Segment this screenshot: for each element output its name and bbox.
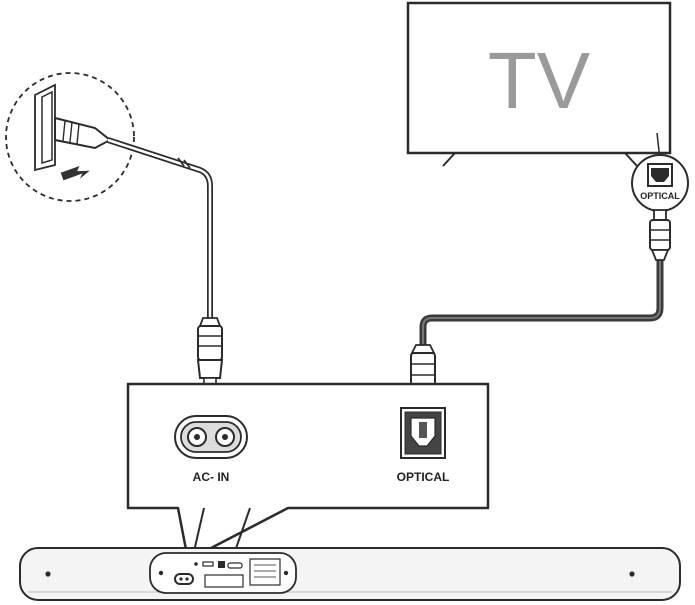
push-arrow-icon <box>60 165 90 181</box>
ac-power-plug <box>196 317 224 387</box>
mini-hdmi-port <box>227 562 243 569</box>
optical-socket <box>400 407 446 459</box>
soundbar <box>19 547 681 601</box>
tv-optical-plug <box>649 209 671 261</box>
wall-outlet-callout <box>5 72 135 202</box>
soundbar-rear-panel <box>149 552 297 594</box>
wall-socket <box>34 83 56 172</box>
mini-label-plate <box>204 574 244 588</box>
tv-optical-port-callout: OPTICAL <box>631 154 689 212</box>
rating-label <box>249 558 281 586</box>
optical-label: OPTICAL <box>397 470 450 484</box>
ac-in-label: AC- IN <box>193 470 230 484</box>
power-plug-head <box>54 116 112 150</box>
tv-screen <box>406 1 672 155</box>
soundbar-screw-right <box>629 571 635 577</box>
mini-usb-port <box>202 561 214 567</box>
cable-break-mark <box>177 157 191 169</box>
mini-optical-port <box>218 561 225 568</box>
mini-ac-in-port <box>174 573 194 585</box>
tv-left-foot <box>442 152 456 167</box>
soundbar-screw-left <box>45 571 51 577</box>
ac-in-socket <box>174 415 248 459</box>
tv-right-foot <box>624 152 638 167</box>
power-cable <box>107 137 213 318</box>
tv: TV <box>406 1 672 167</box>
tv-label: TV <box>488 36 591 125</box>
optical-cable <box>419 255 664 345</box>
tv-optical-port-label: OPTICAL <box>640 191 680 201</box>
